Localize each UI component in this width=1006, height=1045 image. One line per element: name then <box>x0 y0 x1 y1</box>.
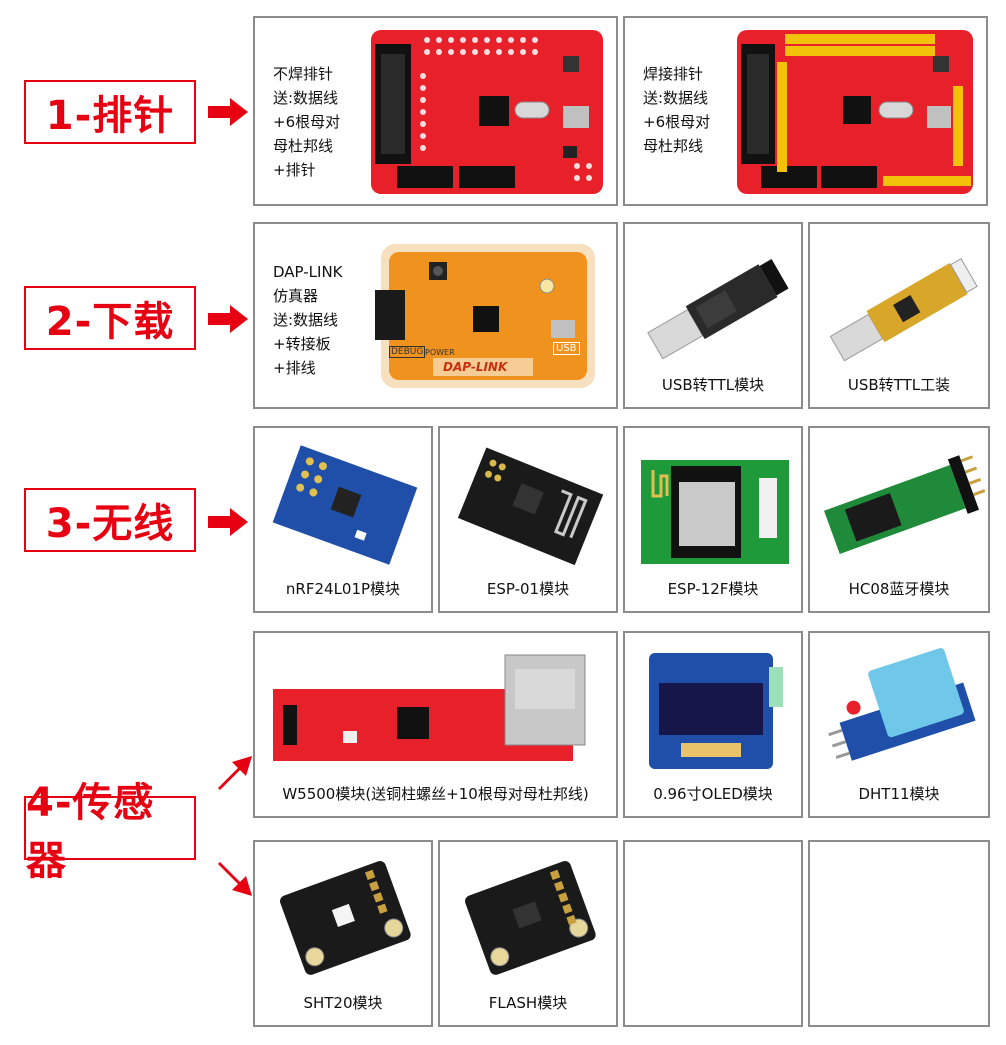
hc08-bluetooth-module-image <box>824 455 986 555</box>
usb-ttl-module-image <box>647 259 789 360</box>
product-usb-ttl-module[interactable]: USB转TTL模块 <box>623 222 803 409</box>
arrow-up-right-icon <box>218 756 252 790</box>
oled-display-module-image <box>649 653 783 769</box>
product-caption: DHT11模块 <box>858 785 940 803</box>
product-caption: FLASH模块 <box>488 994 568 1012</box>
empty-slot <box>623 840 803 1027</box>
product-caption: W5500模块(送铜柱螺丝+10根母对母杜邦线) <box>282 785 589 803</box>
product-caption: nRF24L01P模块 <box>285 580 401 598</box>
arrow-right-icon <box>208 305 248 333</box>
category-label-4: 4-传感器 <box>24 780 196 884</box>
product-sht20[interactable]: SHT20模块 <box>253 840 433 1027</box>
red-stm32-board-image <box>371 30 603 194</box>
daplink-logo-text: DAP-LINK <box>443 360 508 374</box>
product-usb-ttl-industrial[interactable]: USB转TTL工装 <box>808 222 990 409</box>
arrow-right-icon <box>208 508 248 536</box>
product-description: 不焊排针 送:数据线 +6根母对 母杜邦线 +排针 <box>273 65 341 179</box>
product-daplink[interactable]: DAP-LINK 仿真器 送:数据线 +转接板 +排线 DAP-LINK USB… <box>253 222 618 409</box>
product-caption: HC08蓝牙模块 <box>848 580 950 598</box>
product-hc08[interactable]: HC08蓝牙模块 <box>808 426 990 613</box>
product-caption: SHT20模块 <box>303 994 383 1012</box>
arrow-down-right-icon <box>218 862 252 896</box>
category-label-1: 1-排针 <box>24 80 196 144</box>
product-caption: ESP-01模块 <box>486 580 570 598</box>
product-oled[interactable]: 0.96寸OLED模块 <box>623 631 803 818</box>
arrow-right-icon <box>208 98 248 126</box>
esp12f-module-image <box>641 460 789 564</box>
empty-slot <box>808 840 990 1027</box>
product-esp12f[interactable]: ESP-12F模块 <box>623 426 803 613</box>
product-description: 焊接排针 送:数据线 +6根母对 母杜邦线 <box>643 65 711 155</box>
nrf24l01p-module-image <box>272 445 418 565</box>
product-description: DAP-LINK 仿真器 送:数据线 +转接板 +排线 <box>273 263 343 377</box>
w5500-ethernet-module-image <box>273 654 586 761</box>
daplink-debugger-image <box>375 244 595 388</box>
sht20-sensor-module-image <box>280 861 411 975</box>
esp01-module-image <box>457 447 604 566</box>
usb-ttl-industrial-image <box>829 258 978 362</box>
dht11-sensor-module-image <box>828 648 976 761</box>
product-caption: 0.96寸OLED模块 <box>653 785 773 803</box>
red-stm32-board-soldered-image <box>737 30 973 194</box>
product-board-unsoldered[interactable]: 不焊排针 送:数据线 +6根母对 母杜邦线 +排针 <box>253 16 618 206</box>
flash-memory-module-image <box>465 861 596 975</box>
product-caption: USB转TTL工装 <box>847 376 951 394</box>
product-esp01[interactable]: ESP-01模块 <box>438 426 618 613</box>
product-caption: USB转TTL模块 <box>661 376 765 394</box>
daplink-usb-mark: USB <box>553 342 580 355</box>
product-nrf24l01p[interactable]: nRF24L01P模块 <box>253 426 433 613</box>
product-flash[interactable]: FLASH模块 <box>438 840 618 1027</box>
daplink-power-mark: POWER <box>425 348 455 357</box>
product-w5500[interactable]: W5500模块(送铜柱螺丝+10根母对母杜邦线) <box>253 631 618 818</box>
category-label-3: 3-无线 <box>24 488 196 552</box>
product-board-soldered[interactable]: 焊接排针 送:数据线 +6根母对 母杜邦线 <box>623 16 988 206</box>
category-label-2: 2-下载 <box>24 286 196 350</box>
product-dht11[interactable]: DHT11模块 <box>808 631 990 818</box>
product-caption: ESP-12F模块 <box>667 580 759 598</box>
daplink-debug-mark: DEBUG <box>389 346 426 358</box>
